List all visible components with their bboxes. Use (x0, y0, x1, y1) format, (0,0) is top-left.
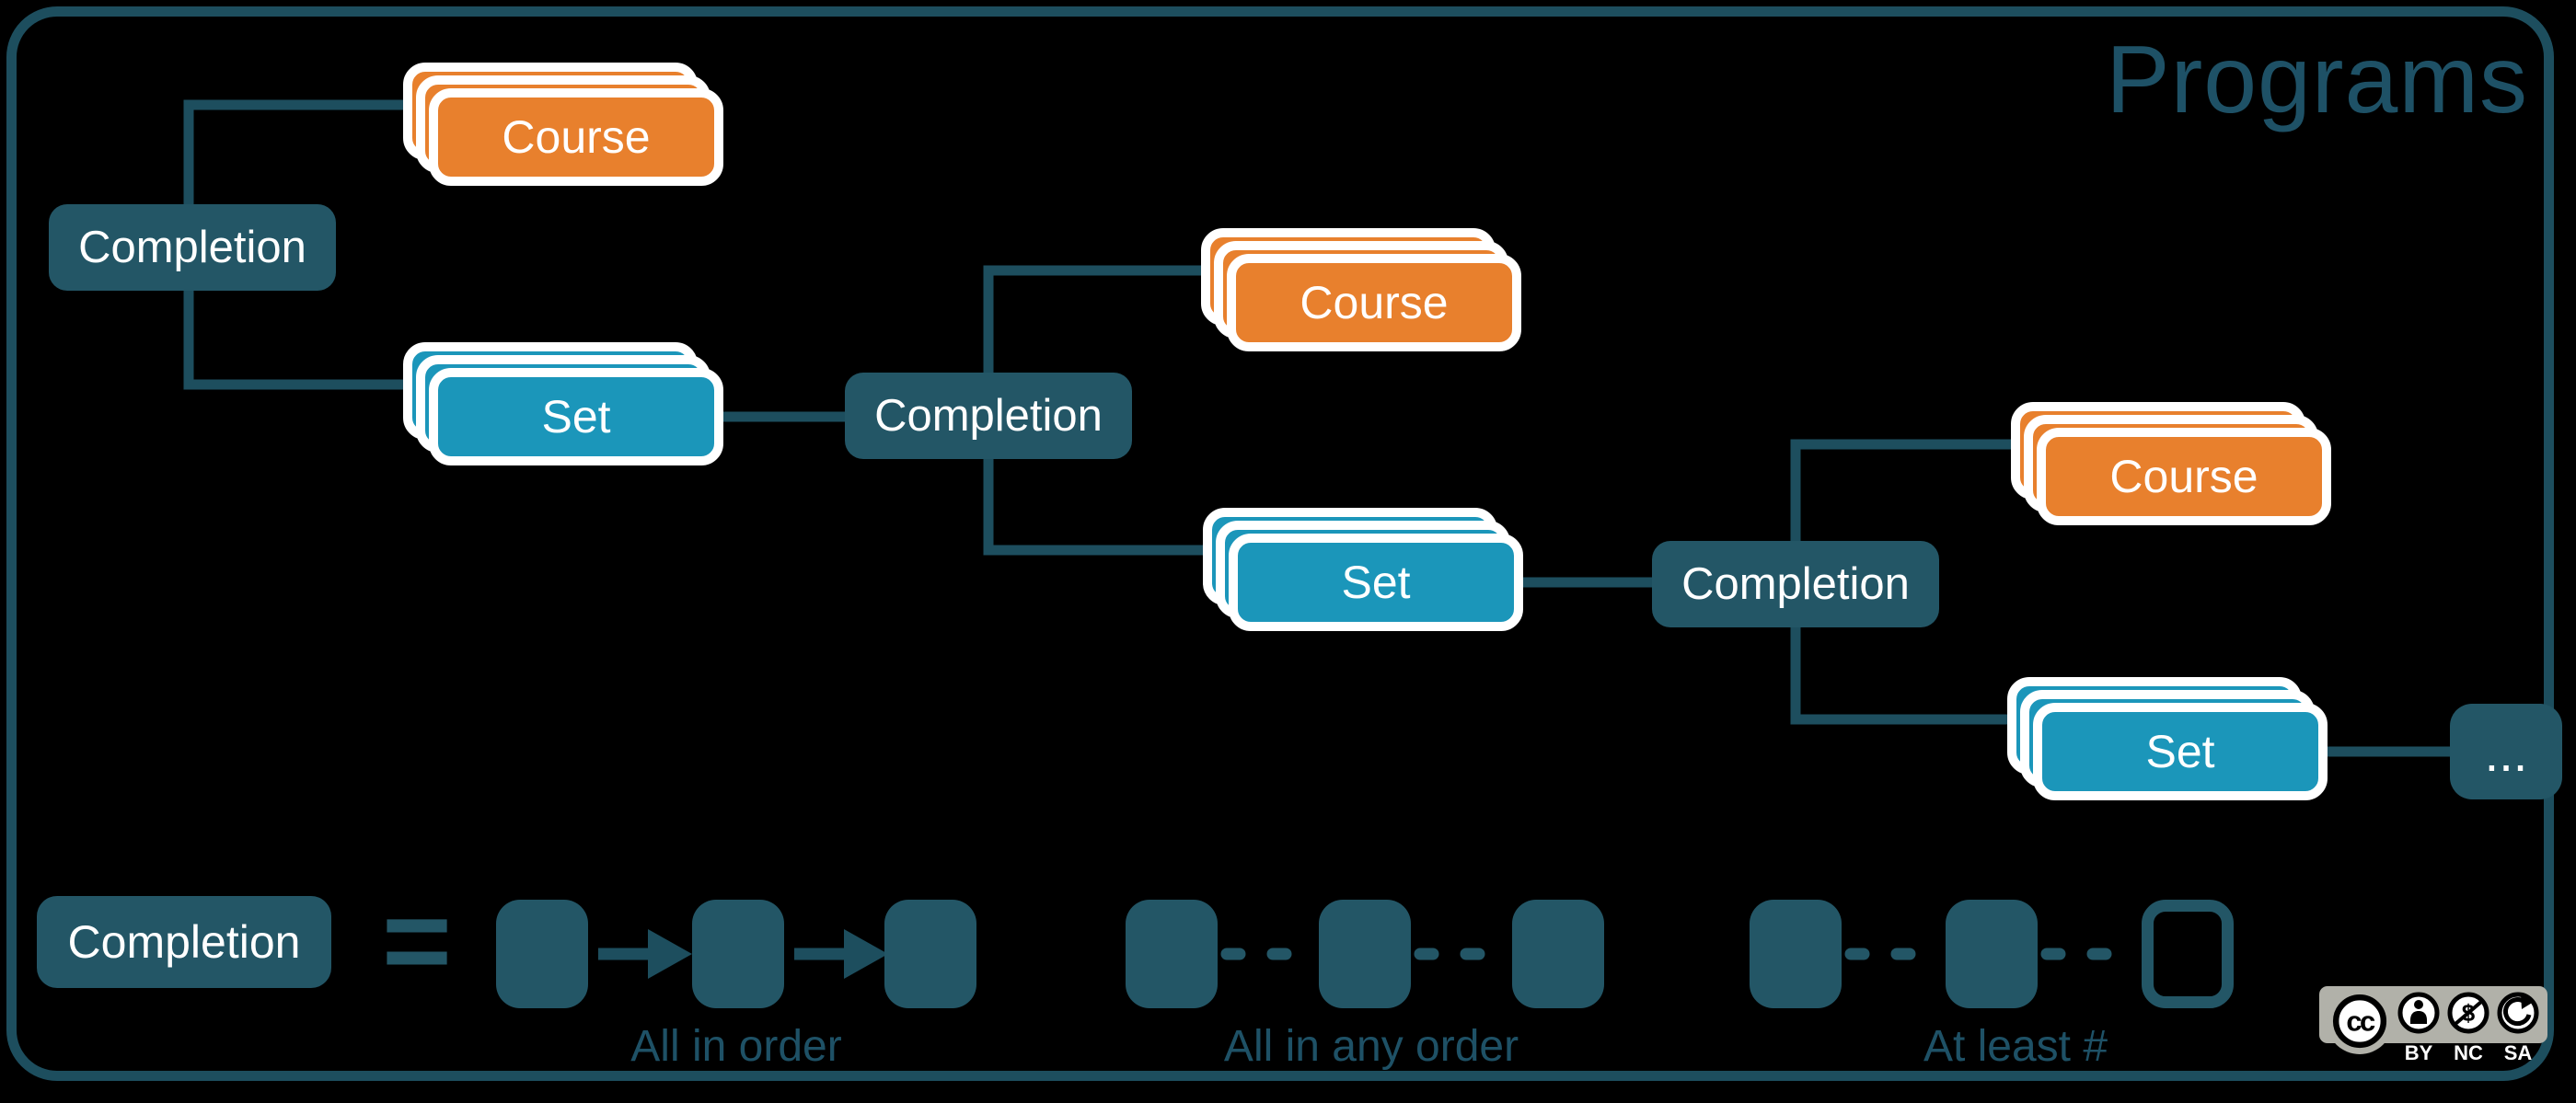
connector-completion1-course1 (183, 99, 451, 208)
cc-license-badge: cc $ BY NC SA (2319, 984, 2549, 1072)
attribution-person-icon (2397, 992, 2440, 1034)
continuation-label: ... (2484, 724, 2528, 782)
set-card: Set (429, 368, 723, 465)
connector-completion1-set1 (183, 287, 451, 390)
course-card: Course (1227, 254, 1521, 351)
sequence-step-square (692, 900, 784, 1008)
set-label: Set (1341, 557, 1411, 608)
cc-label-nc: NC (2454, 1041, 2483, 1064)
connector-completion2-course2 (983, 265, 1252, 374)
completion-node-1: Completion (49, 204, 336, 291)
legend-completion-node: Completion (37, 896, 331, 988)
completion-node-2: Completion (845, 373, 1132, 459)
connector-completion3-set3 (1790, 626, 2058, 725)
sequence-step-square (884, 900, 976, 1008)
sequence-step-square (496, 900, 588, 1008)
sequence-step-square (1319, 900, 1411, 1008)
continuation-node: ... (2450, 704, 2562, 799)
course-label: Course (1300, 277, 1449, 328)
equals-sign: = (382, 873, 452, 1007)
set-card: Set (2033, 703, 2328, 800)
set-card: Set (1229, 534, 1523, 631)
set-stack-1: Set (403, 342, 723, 465)
non-commercial-dollar-icon: $ (2447, 992, 2489, 1034)
cc-label-by: BY (2404, 1041, 2433, 1064)
optional-step-square (2142, 900, 2234, 1008)
cc-label-sa: SA (2503, 1041, 2533, 1064)
completion-node-3: Completion (1652, 541, 1939, 627)
set-label: Set (2145, 726, 2215, 777)
connector-completion3-course3 (1790, 439, 2062, 543)
course-stack-2: Course (1201, 228, 1521, 351)
legend-group-label: At least # (1923, 1022, 2108, 1071)
course-card: Course (429, 88, 723, 186)
completion-node-label: Completion (78, 223, 306, 272)
legend-arrow-head (844, 929, 888, 979)
sequence-step-square (1750, 900, 1842, 1008)
legend-group-label: All in any order (1223, 1022, 1519, 1071)
sequence-step-square (1126, 900, 1218, 1008)
course-card: Course (2037, 428, 2331, 525)
svg-text:cc: cc (2346, 1005, 2375, 1037)
share-alike-icon (2497, 992, 2539, 1034)
course-label: Course (2109, 451, 2258, 502)
completion-node-label: Completion (874, 391, 1103, 441)
course-stack-3: Course (2011, 402, 2331, 525)
set-label: Set (541, 391, 611, 442)
legend-arrow-head (648, 929, 692, 979)
legend-completion-label: Completion (67, 916, 301, 968)
connector-completion2-set2 (983, 457, 1253, 556)
diagram-border-frame (6, 6, 2554, 1081)
cc-icon: cc (2332, 994, 2387, 1049)
set-stack-3: Set (2007, 677, 2328, 800)
sequence-step-square (1512, 900, 1604, 1008)
set-stack-2: Set (1203, 508, 1523, 631)
page-title: Programs (2106, 27, 2528, 133)
completion-node-label: Completion (1681, 559, 1910, 609)
course-stack-1: Course (403, 63, 723, 186)
course-label: Course (502, 111, 651, 163)
legend-group-label: All in order (630, 1022, 842, 1071)
sequence-step-square (1946, 900, 2038, 1008)
